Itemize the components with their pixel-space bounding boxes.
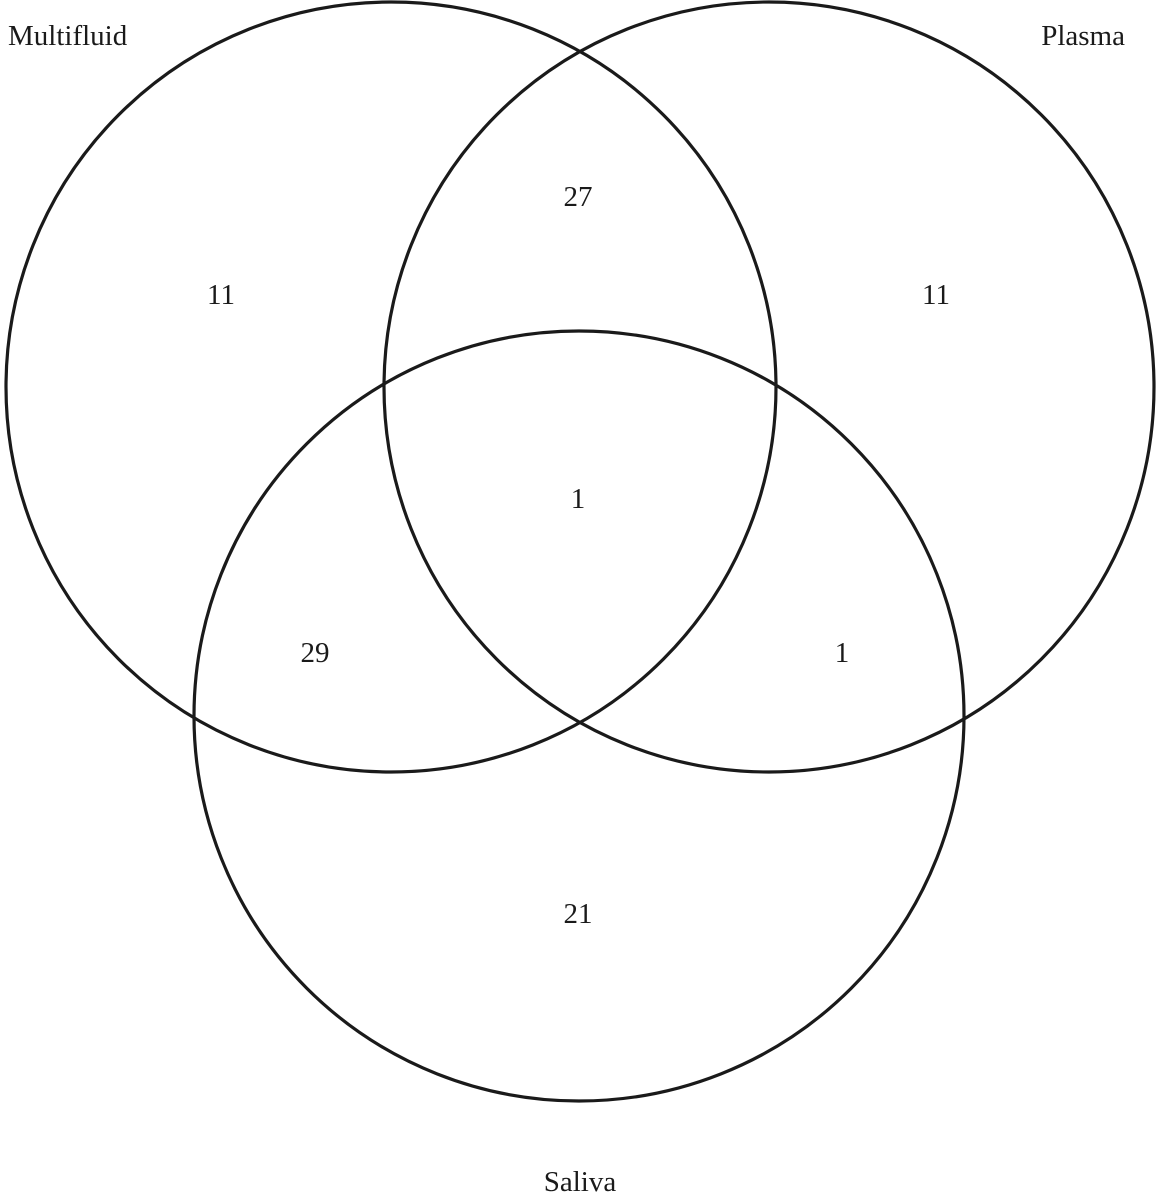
saliva-label: Saliva: [544, 1166, 617, 1198]
plasma-circle: [382, 0, 1156, 774]
plasma-only-count: 11: [922, 279, 950, 311]
multifluid-label: Multifluid: [8, 20, 128, 52]
all-three-count: 1: [571, 483, 586, 515]
plasma-label: Plasma: [1041, 20, 1125, 52]
saliva-only-count: 21: [564, 898, 593, 930]
saliva-circle: [192, 329, 966, 1103]
plasma-saliva-count: 1: [835, 637, 850, 669]
multifluid-plasma-count: 27: [564, 181, 593, 213]
multifluid-circle: [4, 0, 778, 774]
multifluid-only-count: 11: [207, 279, 235, 311]
multifluid-saliva-count: 29: [301, 637, 330, 669]
